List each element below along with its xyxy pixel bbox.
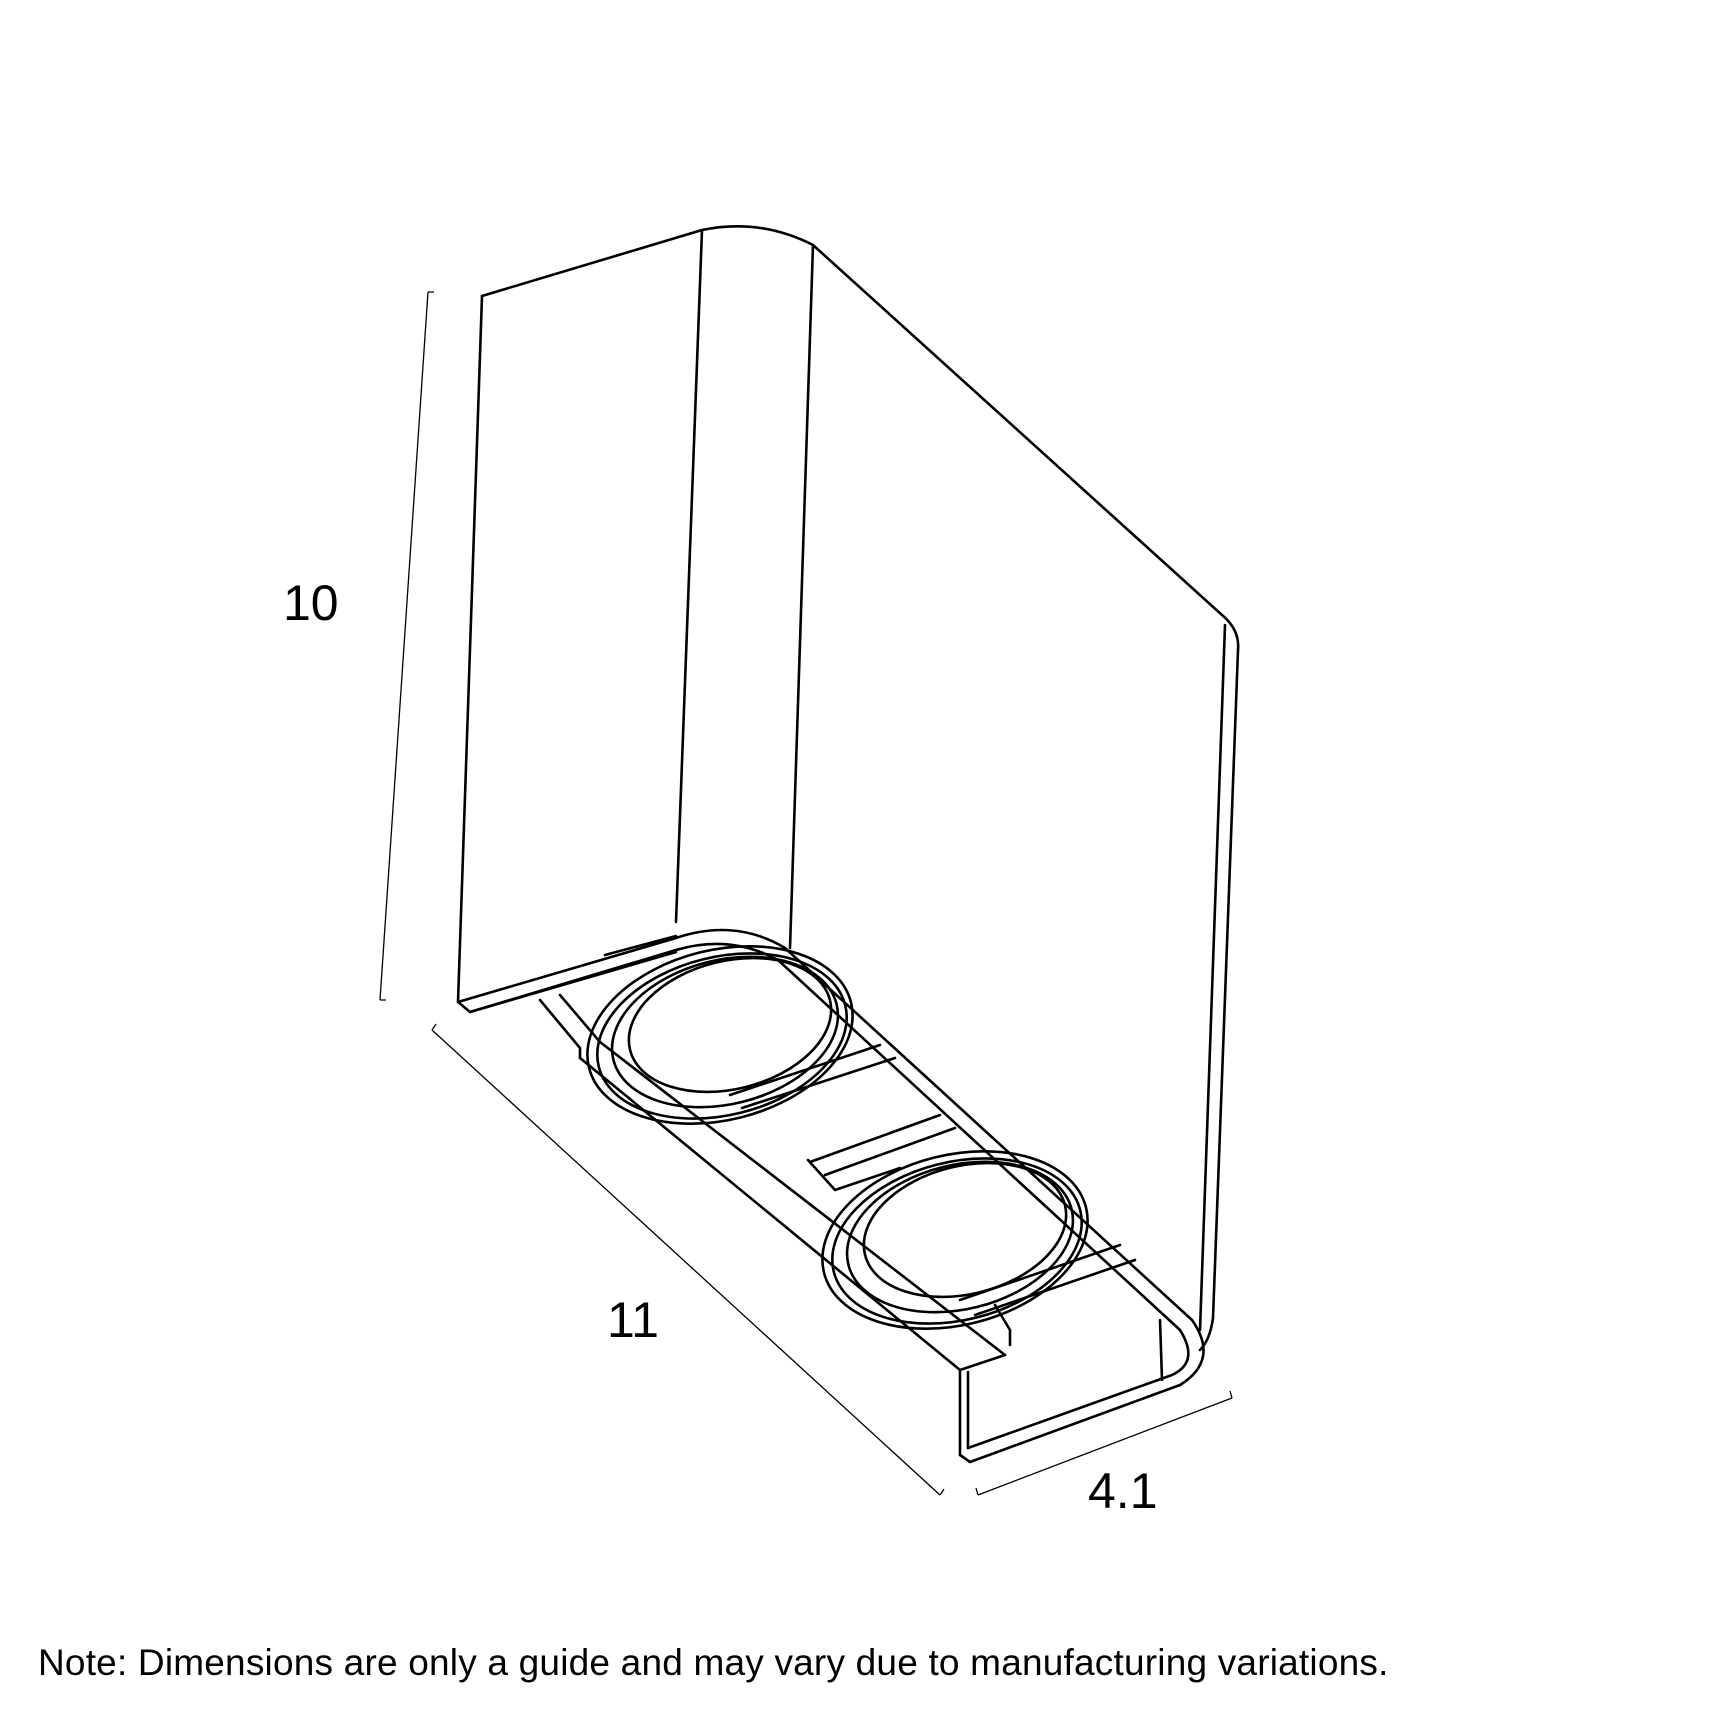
- lamp-2-mid-ring: [845, 1160, 1075, 1314]
- housing-bottom-rim: [456, 928, 1205, 1464]
- housing-left-lip: [468, 934, 678, 1014]
- depth-dimension-line: [975, 1390, 1233, 1496]
- lamp-2-outer-ring-2: [830, 1157, 1084, 1325]
- light-housing: [456, 225, 1240, 1464]
- lamp-2: [821, 1149, 1089, 1331]
- front-seam-2: [788, 243, 815, 950]
- lamp-2-outer-ring: [821, 1149, 1089, 1331]
- length-dimension-line: [431, 1023, 945, 1496]
- lamp-1-outer-ring: [586, 944, 854, 1126]
- front-seam-1: [674, 228, 704, 924]
- depth-dimension-label: 4.1: [1088, 1463, 1158, 1519]
- lamp-1-mid-ring: [610, 955, 840, 1109]
- lamp-1-lens: [627, 956, 833, 1094]
- housing-left-edge: [456, 294, 484, 1014]
- length-dimension-label: 11: [607, 1292, 659, 1348]
- lamp-2-lens: [862, 1161, 1068, 1299]
- disclaimer-note: Note: Dimensions are only a guide and ma…: [38, 1642, 1389, 1683]
- height-dimension-label: 10: [283, 575, 339, 631]
- housing-top-edge: [480, 225, 1240, 652]
- lamp-1-outer-ring-2: [595, 952, 849, 1120]
- housing-bottom-end: [958, 1318, 1164, 1457]
- lamp-1: [586, 944, 854, 1126]
- height-dimension-line: [379, 291, 434, 1001]
- housing-right-inner-edge: [1198, 623, 1227, 1332]
- housing-right-edge: [1198, 648, 1240, 1352]
- underside-structure: [538, 993, 1137, 1372]
